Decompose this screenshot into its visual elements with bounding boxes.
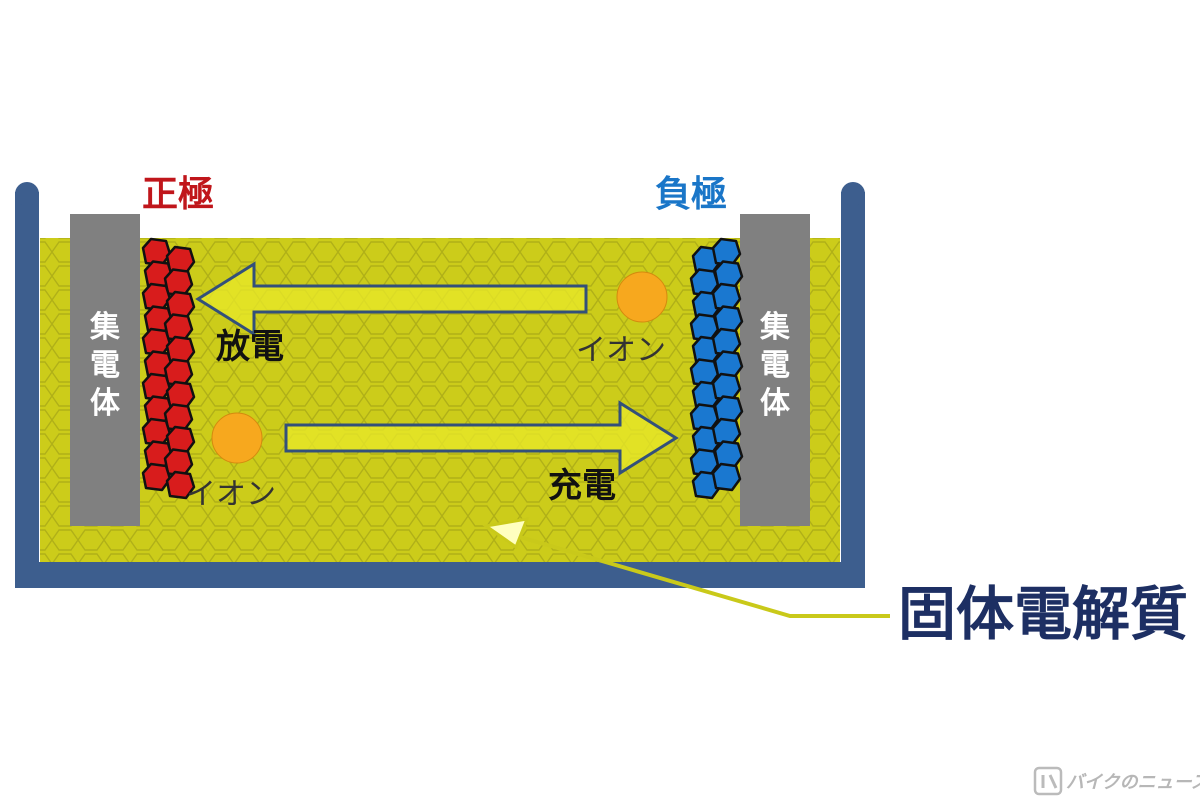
ion-left-label: イオン (186, 477, 276, 512)
electrode-particle (711, 327, 742, 357)
current-collector-right (740, 214, 810, 526)
electrode-particle (165, 290, 196, 320)
logo-icon (1033, 766, 1063, 796)
battery-container (15, 182, 865, 588)
discharge-label: 放電 (216, 327, 284, 367)
left-arrow-icon (195, 261, 588, 337)
electrode-particle (711, 237, 742, 267)
collector-right-char-3: 体 (760, 386, 791, 421)
positive-electrode-stack (141, 237, 196, 500)
electrode-particle (141, 462, 172, 492)
negative-electrode-label: 負極 (655, 174, 727, 215)
pointer-arrow-icon (482, 517, 890, 618)
electrode-particle (165, 425, 196, 455)
watermark-text: バイクのニュース (1066, 772, 1200, 793)
ion-circle-icon (616, 271, 668, 323)
electrode-particle (165, 245, 196, 275)
negative-electrode-stack (689, 237, 744, 500)
electrode-particle (165, 335, 196, 365)
electrode-particle (713, 305, 744, 334)
electrode-particle (165, 380, 196, 410)
electrode-particle (711, 282, 742, 312)
positive-electrode-label: 正極 (142, 174, 214, 215)
ion-right-label: イオン (576, 333, 666, 368)
charge-label: 充電 (548, 466, 616, 506)
collector-left-char-3: 体 (90, 386, 121, 421)
electrode-particle (711, 372, 742, 402)
current-collector-left (70, 214, 140, 526)
electrode-particle (165, 470, 196, 500)
collector-right-char-2: 電 (760, 348, 790, 383)
right-arrow-icon (284, 400, 679, 476)
collector-left-char-1: 集 (89, 310, 121, 345)
electrode-particle (713, 395, 744, 424)
electrode-particle (711, 462, 742, 492)
collector-right-char-1: 集 (759, 310, 791, 345)
electrode-particle (713, 440, 744, 469)
electrode-particle (713, 260, 744, 289)
solid-electrolyte-label: 固体電解質 (898, 580, 1188, 648)
electrode-particle (711, 417, 742, 447)
collector-left-char-2: 電 (90, 348, 120, 383)
ion-circle-icon (211, 412, 263, 464)
electrode-particle (713, 350, 744, 379)
